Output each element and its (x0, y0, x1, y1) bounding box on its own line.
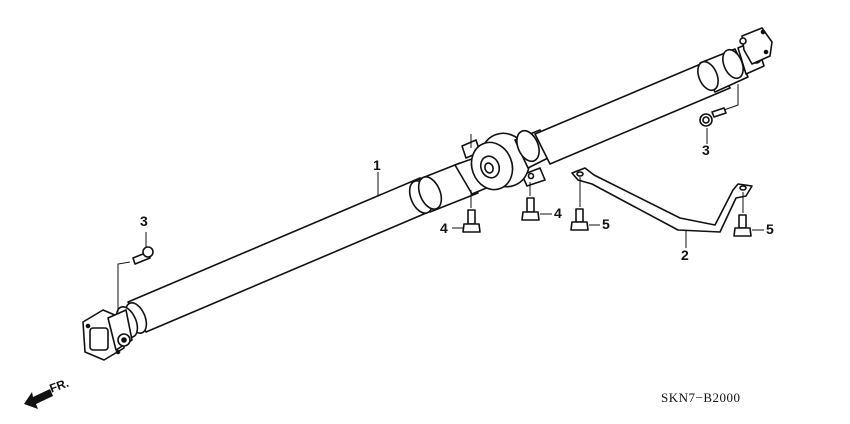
bolt-5-right (733, 214, 752, 237)
bolt-3-rear (132, 246, 154, 265)
diagram-code: SKN7−B2000 (661, 390, 741, 405)
front-flange-yoke (737, 27, 773, 75)
rear-flange-yoke (82, 309, 133, 361)
arrow-front-icon (24, 389, 53, 409)
bolt-5-left (570, 208, 589, 231)
callout-3-rear: 3 (140, 213, 148, 229)
propeller-shaft-front-tube (534, 48, 749, 165)
callout-5-right: 5 (766, 221, 774, 237)
leader-lines (117, 84, 764, 312)
callout-4-right: 4 (554, 205, 562, 221)
callout-5-left: 5 (602, 216, 610, 232)
bolt-4-left (462, 209, 481, 233)
callout-2: 2 (681, 247, 689, 263)
callout-1: 1 (373, 157, 381, 173)
bolt-4-right (521, 197, 540, 221)
propeller-shaft-rear-tube (115, 155, 497, 338)
center-bearing (461, 129, 553, 191)
callout-4-left: 4 (440, 220, 448, 236)
stay-bracket (571, 167, 753, 233)
bolt-3-front (699, 107, 727, 127)
callout-3-front: 3 (702, 142, 710, 158)
